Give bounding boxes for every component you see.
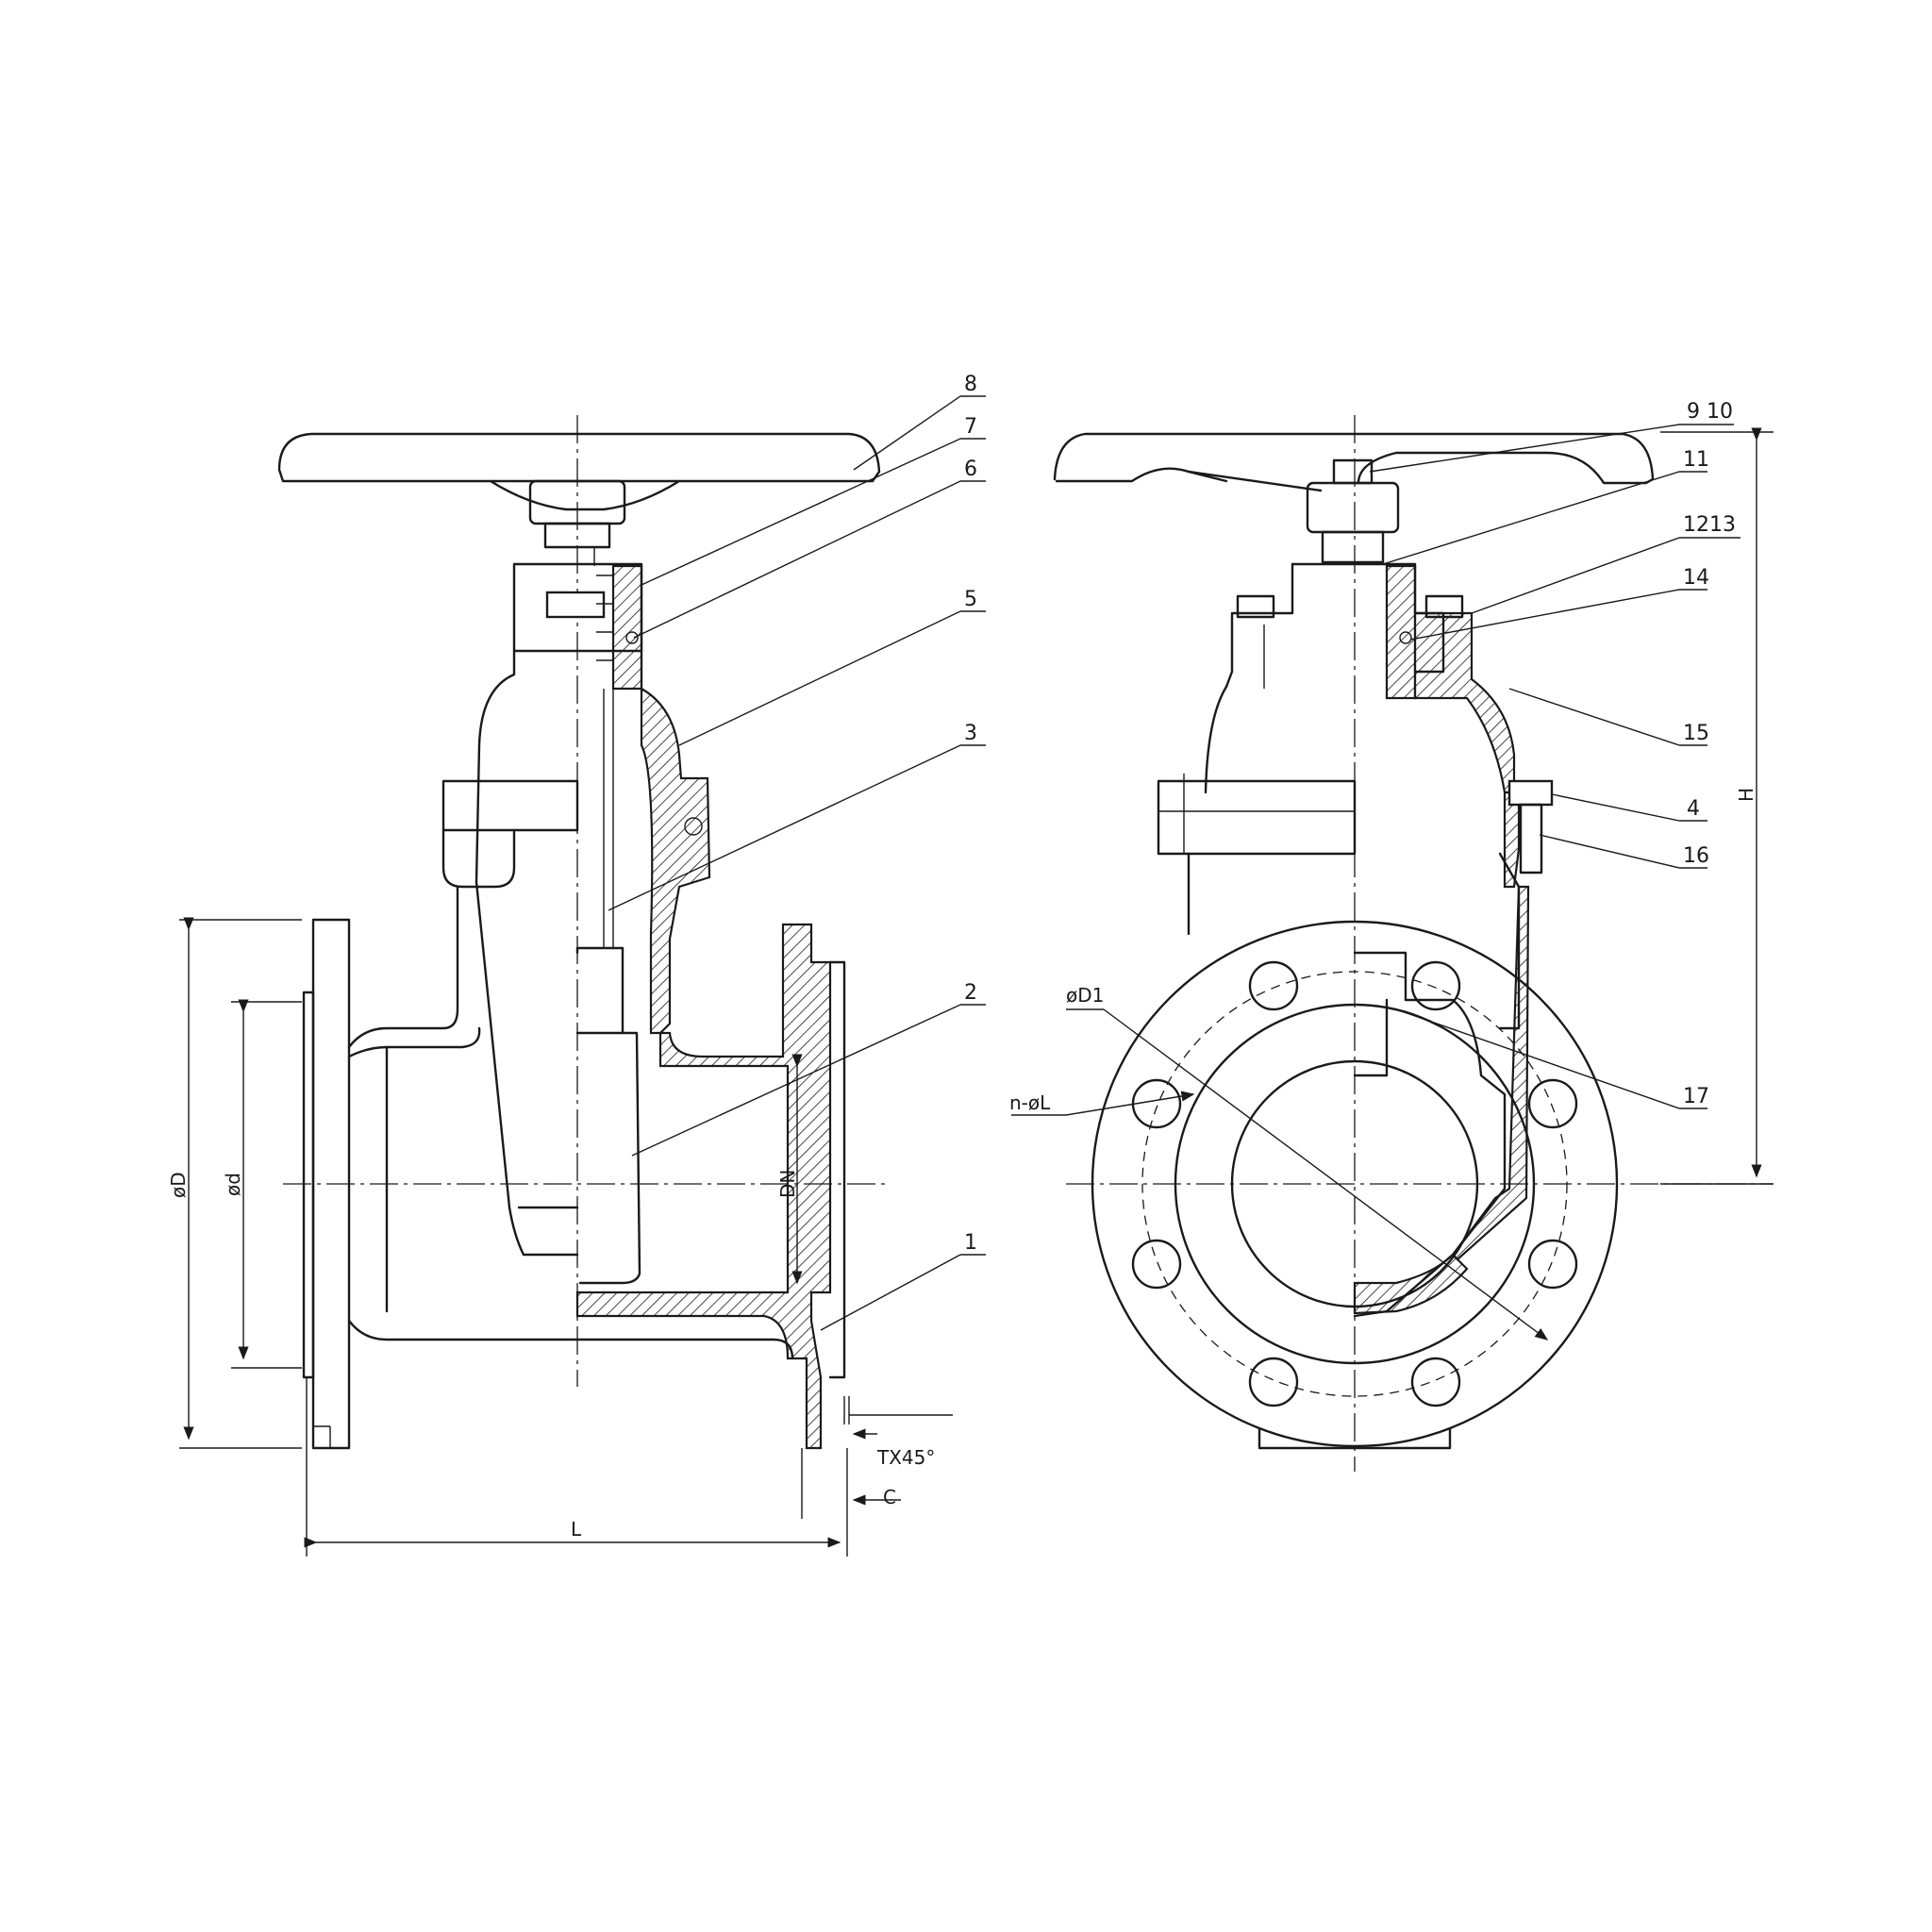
side-callouts: 9 10 11 1213 14 15 4 16 17 [1369, 400, 1740, 1109]
callout-9-10: 9 10 [1687, 400, 1733, 424]
dim-chamfer: TX45° [876, 1446, 935, 1469]
front-callouts: 8 7 6 5 3 2 1 [608, 373, 986, 1331]
callout-5: 5 [964, 588, 977, 611]
dim-pitch-diameter: øD1 [1066, 984, 1104, 1007]
dim-outer-diameter: øD [167, 1172, 190, 1198]
callout-17: 17 [1683, 1085, 1709, 1108]
callout-1: 1 [964, 1231, 977, 1255]
callout-12-13: 1213 [1683, 513, 1736, 537]
callout-6: 6 [964, 458, 977, 481]
handwheel-side [1053, 432, 1655, 485]
dim-nominal: DN [776, 1170, 799, 1198]
dim-height: H [1735, 788, 1757, 802]
dim-length: L [571, 1518, 582, 1541]
callout-8: 8 [964, 373, 977, 396]
callout-16: 16 [1683, 844, 1709, 868]
handwheel [277, 432, 881, 483]
dim-bolt-holes: n-øL [1009, 1091, 1051, 1114]
callout-7: 7 [964, 415, 977, 439]
callout-15: 15 [1683, 722, 1709, 745]
side-flange [1091, 920, 1619, 1448]
callout-4: 4 [1687, 797, 1700, 821]
callout-2: 2 [964, 981, 977, 1005]
dim-raised-face: C [883, 1486, 896, 1508]
callout-14: 14 [1683, 566, 1709, 590]
front-view: 8 7 6 5 3 2 1 øD ød DN L [167, 373, 986, 1557]
callout-3: 3 [964, 722, 977, 745]
side-dimensions: øD1 n-øL H [1009, 427, 1774, 1341]
front-dimensions: øD ød DN L TX45° C [167, 917, 953, 1557]
callout-11: 11 [1683, 448, 1709, 472]
side-view: 9 10 11 1213 14 15 4 16 17 øD1 n-øL H [1009, 400, 1774, 1472]
dim-bolt-circle: ød [222, 1173, 244, 1196]
